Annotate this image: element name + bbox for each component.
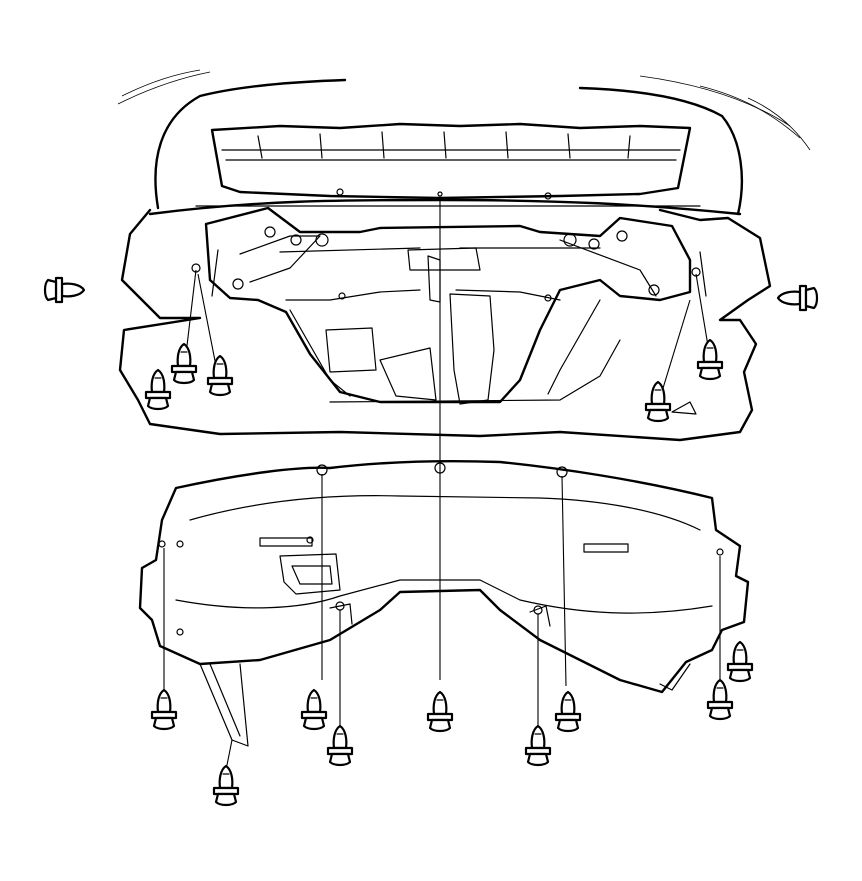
- push-clip-cover-2: [300, 688, 328, 731]
- push-clip-left-side: [43, 276, 86, 304]
- push-clip-frame-right-2: [644, 380, 672, 423]
- push-clip-frame-left-2: [206, 354, 234, 397]
- push-clip-cover-7: [706, 678, 734, 721]
- front-bumper-cover: [148, 78, 743, 216]
- engine-under-cover: [138, 460, 750, 747]
- push-clip-cover-6: [554, 690, 582, 733]
- leader-lines: [163, 198, 721, 771]
- push-clip-frame-left-1: [170, 342, 198, 385]
- front-crossmember-frame: [118, 206, 772, 442]
- push-clip-cover-3: [326, 724, 354, 767]
- push-clip-frame-left-3: [144, 368, 172, 411]
- push-clip-cover-8: [726, 640, 754, 683]
- push-clip-cover-9: [212, 764, 240, 807]
- push-clip-frame-right-1: [696, 338, 724, 381]
- push-clip-cover-1: [150, 688, 178, 731]
- grille-slats: [257, 131, 631, 159]
- push-clip-cover-5: [524, 724, 552, 767]
- push-clip-right-side: [776, 284, 819, 312]
- push-clip-cover-4: [426, 690, 454, 733]
- vehicle-body-outline: [117, 69, 811, 151]
